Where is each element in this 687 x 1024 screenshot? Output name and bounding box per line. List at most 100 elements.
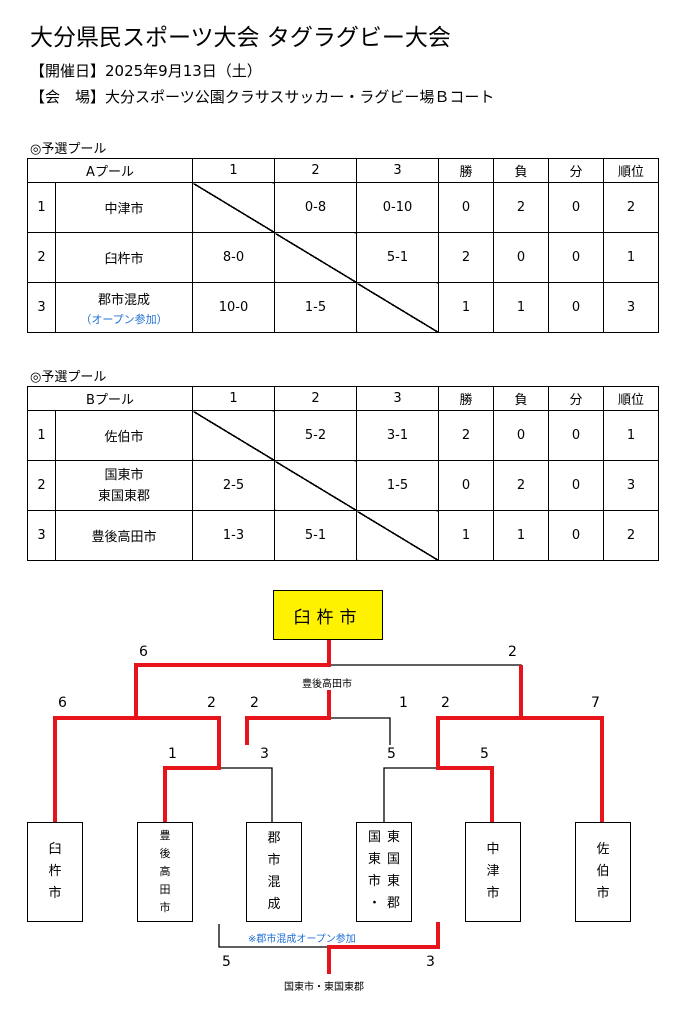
winner-path-mid: [245, 690, 331, 745]
result-cell: 2-5: [192, 460, 276, 511]
team-char: 市: [48, 886, 62, 901]
team-char: 成: [267, 897, 281, 912]
score-qf1-b: 3: [260, 746, 269, 762]
team-char: 杵: [48, 864, 62, 879]
pool-a-table: Aプール 1 2 3 勝 負 分 順位 1 中津市 0-8 0-10 0 2 0…: [27, 158, 659, 333]
winner-path-bottom: [327, 922, 440, 974]
wins-cell: 0: [438, 182, 494, 233]
team-char: 臼: [48, 842, 62, 857]
score-bottom-b: 3: [426, 954, 435, 970]
rank-cell: 2: [603, 182, 659, 233]
team-char: ・: [367, 896, 381, 911]
team-char: 市: [367, 874, 381, 889]
result-cell: 5-1: [274, 510, 358, 561]
champion-path: [53, 640, 331, 822]
pool-b-label: ◎予選プール: [30, 370, 107, 385]
semi-mid-line: [329, 717, 391, 745]
team-col-right: 東 国 東 郡: [387, 823, 400, 921]
table-row: 1 中津市 0-8 0-10 0 2 0 2: [27, 182, 659, 233]
rank-cell: 2: [603, 510, 660, 561]
header-col2: 2: [274, 158, 357, 183]
table-row: 1 佐伯市 5-2 3-1 2 0 0 1: [27, 410, 660, 461]
score-semi-right-b: 7: [591, 695, 600, 711]
team-char: 田: [159, 883, 171, 896]
wins-cell: 2: [438, 410, 495, 461]
team-char: 市: [486, 886, 500, 901]
team-box-usuki: 臼 杵 市: [27, 822, 83, 922]
final-line-right: [329, 664, 522, 718]
date-line: 【開催日】2025年9月13日（土）: [30, 62, 262, 80]
team-name-text: 郡市混成: [97, 292, 150, 308]
open-entry-note: ※郡市混成オープン参加: [248, 934, 356, 945]
venue-line: 【会 場】大分スポーツ公園クラサスサッカー・ラグビー場Ｂコート: [30, 88, 495, 106]
losses-cell: 1: [493, 282, 549, 333]
header-col3: 3: [356, 158, 439, 183]
score-qf1-a: 1: [168, 746, 177, 762]
team-char: 東: [387, 874, 401, 889]
score-semi-left-b: 2: [207, 695, 216, 711]
wins-cell: 1: [438, 282, 494, 333]
team-col-left: 国 東 市 ・: [368, 823, 381, 921]
score-final-right: 2: [508, 644, 517, 660]
team-char: 東: [367, 852, 381, 867]
team-name-line1: 国東市: [104, 467, 144, 483]
pool-a-label: ◎予選プール: [30, 142, 107, 157]
result-cell: 10-0: [192, 282, 275, 333]
wins-cell: 0: [438, 460, 495, 511]
page-title: 大分県民スポーツ大会 タグラグビー大会: [30, 25, 451, 51]
team-box-gunshi-konsei: 郡 市 混 成: [246, 822, 302, 922]
score-qf2-b: 5: [480, 746, 489, 762]
row-no: 2: [27, 232, 56, 283]
score-semi-left-a: 6: [58, 695, 67, 711]
team-char: 国: [367, 830, 381, 845]
team-char: 後: [159, 847, 171, 860]
table-row: 2 国東市 東国東郡 2-5 1-5 0 2 0 3: [27, 460, 660, 511]
team-name: 中津市: [55, 182, 193, 233]
diagonal-cell: [356, 282, 439, 333]
result-cell: 1-5: [356, 460, 440, 511]
row-no: 2: [27, 460, 56, 511]
score-final-left: 6: [139, 644, 148, 660]
table-row: 3 豊後高田市 1-3 5-1 1 1 0 2: [27, 510, 660, 561]
pool-b-table: Bプール 1 2 3 勝 負 分 順位 1 佐伯市 5-2 3-1 2 0 0 …: [26, 386, 660, 561]
open-entry-note: （オープン参加）: [80, 312, 168, 326]
winner-path-semi-left: [136, 716, 221, 822]
score-semi-right-a: 2: [441, 695, 450, 711]
team-char: 市: [596, 886, 610, 901]
draws-cell: 0: [548, 410, 605, 461]
team-box-bungotakada: 豊 後 高 田 市: [137, 822, 193, 922]
team-char: 伯: [596, 864, 610, 879]
header-pool: Aプール: [27, 158, 193, 183]
bottom-line-left: [218, 924, 329, 948]
winner-path-semi-right: [436, 716, 521, 822]
result-cell: 5-1: [356, 232, 439, 283]
result-cell: 1-3: [192, 510, 276, 561]
team-char: 高: [159, 865, 171, 878]
diagonal-cell: [274, 232, 357, 283]
team-name-line2: 東国東郡: [98, 488, 151, 504]
diagonal-cell: [274, 460, 358, 511]
bottom-winner-label: 国東市・東国東郡: [284, 982, 364, 993]
team-name: 郡市混成 （オープン参加）: [55, 282, 193, 333]
table-row: 2 臼杵市 8-0 5-1 2 0 0 1: [27, 232, 659, 283]
header-rank: 順位: [603, 386, 660, 411]
team-char: 津: [486, 864, 500, 879]
diagonal-cell: [356, 510, 440, 561]
losses-cell: 2: [493, 460, 550, 511]
draws-cell: 0: [548, 510, 605, 561]
team-box-saiki: 佐 伯 市: [575, 822, 631, 922]
winner-path-right: [519, 665, 604, 822]
team-box-kunisaki: 国 東 市 ・ 東 国 東 郡: [356, 822, 412, 922]
table-row: 3 郡市混成 （オープン参加） 10-0 1-5 1 1 0 3: [27, 282, 659, 333]
rank-cell: 1: [603, 410, 660, 461]
champion-box: 臼杵市: [273, 590, 383, 640]
team-char: 郡: [387, 896, 401, 911]
score-semi-mid-b: 1: [399, 695, 408, 711]
qf-right-line: [383, 767, 438, 822]
team-name: 臼杵市: [55, 232, 193, 283]
losses-cell: 0: [493, 232, 549, 283]
rank-cell: 1: [603, 232, 659, 283]
score-semi-mid-a: 2: [250, 695, 259, 711]
row-no: 1: [27, 182, 56, 233]
